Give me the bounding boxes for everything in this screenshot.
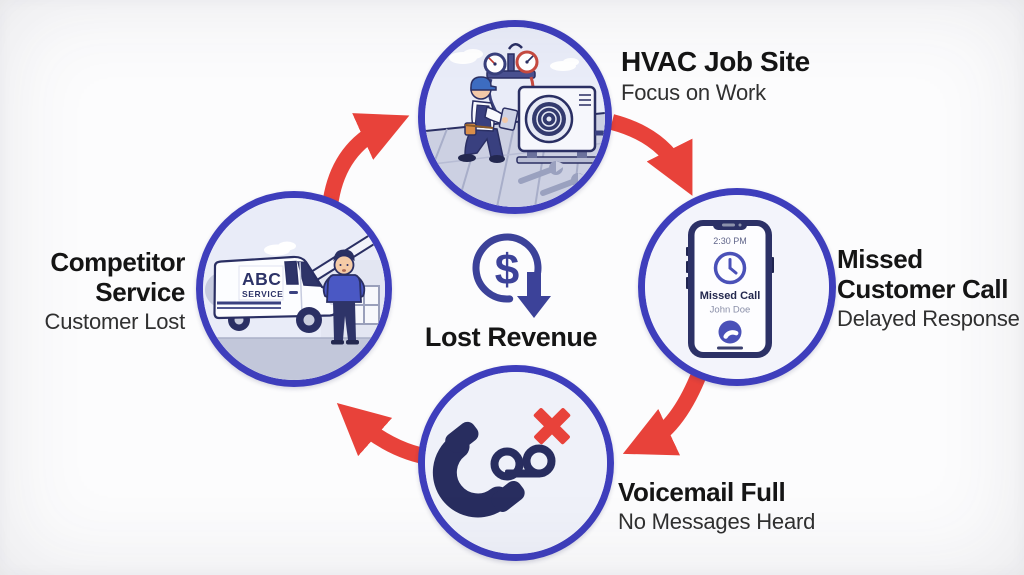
dollar-cycle-icon: $ — [472, 233, 542, 303]
node-voicemail-full — [418, 365, 614, 561]
missed-call-title-line1: Missed — [837, 244, 923, 274]
node-competitor-service: ABC SERVICE — [196, 191, 392, 387]
competitor-service-illustration: ABC SERVICE — [203, 198, 385, 380]
phone-caller: John Doe — [710, 305, 751, 316]
lost-revenue-emblem: $ — [472, 233, 551, 318]
voicemail-title: Voicemail Full — [618, 477, 786, 507]
hvac-job-site-illustration — [425, 27, 605, 207]
arrow-missed-call-to-voicemail — [622, 369, 708, 456]
phone-time: 2:30 PM — [713, 236, 747, 246]
hvac-subtitle: Focus on Work — [621, 80, 766, 105]
customer-man — [322, 249, 366, 345]
cloud-icon — [264, 241, 296, 256]
lost-revenue-label: Lost Revenue — [424, 322, 598, 352]
voicemail-illustration — [425, 372, 607, 554]
node-hvac-job-site — [418, 20, 612, 214]
phone-status: Missed Call — [700, 290, 761, 302]
van-brand-sub-text: SERVICE — [242, 289, 283, 299]
missed-call-illustration: 2:30 PM Missed Call John Doe — [645, 195, 829, 379]
voicemail-subtitle: No Messages Heard — [618, 509, 816, 534]
missed-call-title-line2: Customer Call — [837, 274, 1009, 304]
error-x-icon — [533, 408, 571, 445]
arrow-hvac-to-missed-call — [609, 114, 693, 196]
clock-icon — [713, 251, 747, 285]
service-van: ABC SERVICE — [213, 255, 338, 333]
competitor-title-line1: Competitor — [50, 247, 185, 277]
cloud-icon — [449, 49, 579, 71]
hvac-technician — [458, 76, 519, 163]
phone-call-icon — [718, 320, 742, 344]
node-missed-customer-call: 2:30 PM Missed Call John Doe — [638, 188, 836, 386]
competitor-subtitle: Customer Lost — [44, 309, 186, 334]
competitor-label-block: Competitor Service Customer Lost — [0, 247, 186, 335]
down-arrow-icon — [517, 272, 551, 318]
voicemail-icon — [490, 444, 556, 481]
hvac-label-block: HVAC Job Site Focus on Work — [621, 46, 810, 106]
missed-call-label-block: Missed Customer Call Delayed Response — [837, 244, 1020, 332]
dollar-symbol: $ — [495, 246, 519, 295]
van-brand-text: ABC — [242, 269, 281, 289]
arrow-competitor-to-hvac — [322, 113, 410, 208]
hvac-title: HVAC Job Site — [621, 46, 810, 77]
ac-unit — [516, 85, 605, 164]
voicemail-label-block: Voicemail Full No Messages Heard — [618, 477, 815, 535]
smartphone: 2:30 PM Missed Call John Doe — [686, 220, 774, 358]
phone-handset-icon — [432, 421, 525, 518]
competitor-title-line2: Service — [95, 277, 185, 307]
missed-call-subtitle: Delayed Response — [837, 306, 1020, 331]
